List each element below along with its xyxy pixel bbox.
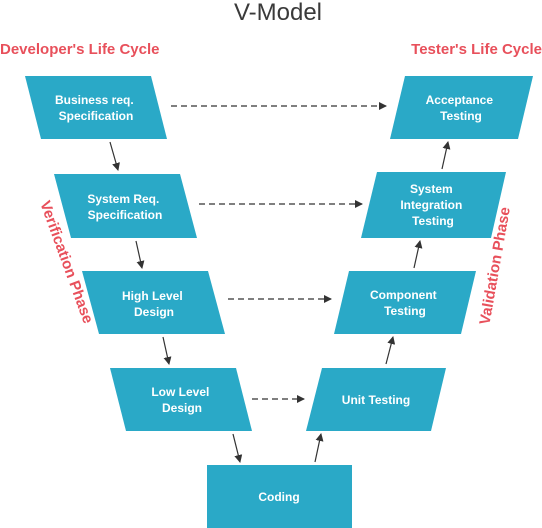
arrow-unit-to-component-testing [385,336,396,365]
svg-text:System Integration: System Integration Testing [400,182,465,228]
arrow-system-req-to-high-level [135,240,145,269]
correspondence-arrows [171,102,387,403]
system-integration-line-2: Integration [400,198,462,212]
svg-text:Business req. Specificat: Business req. Specification [55,93,137,123]
system-req-spec-line-2: Specification [88,208,163,222]
low-level-design-line-1: Low Level [151,385,209,399]
component-testing-node: Component Testing [334,271,476,334]
business-req-spec-line-2: Specification [59,109,134,123]
arrow-low-level-to-coding [232,433,243,463]
coding-label: Coding [258,490,299,504]
unit-testing-label: Unit Testing [342,393,410,407]
svg-text:Acceptance Testing: Acceptance Testing [426,93,497,123]
developer-lane-label: Developer's Life Cycle [0,41,159,58]
unit-testing-node: Unit Testing [306,368,446,431]
acceptance-testing-node: Acceptance Testing [390,76,533,139]
acceptance-testing-line-2: Testing [440,109,482,123]
business-req-spec-node: Business req. Specification [25,76,167,139]
low-level-design-node: Low Level Design [110,368,252,431]
arrow-component-to-system-integration [413,240,423,269]
diagram-title: V-Model [234,0,322,26]
system-integration-line-1: System [410,182,453,196]
acceptance-testing-line-1: Acceptance [426,93,494,107]
arrow-coding-to-unit-testing [314,433,324,463]
svg-text:Component Testing: Component Testing [370,288,440,318]
svg-text:Low Level Design: Low Level Design [151,385,212,415]
component-testing-line-2: Testing [384,304,426,318]
flow-arrows [109,141,451,463]
tester-lane-label: Tester's Life Cycle [411,41,542,58]
coding-node: Coding [207,465,352,528]
arrow-business-to-system-req [109,141,120,171]
business-req-spec-line-1: Business req. [55,93,134,107]
system-integration-line-3: Testing [412,214,454,228]
system-integration-testing-node: System Integration Testing [361,172,506,238]
system-req-spec-node: System Req. Specification [54,174,197,238]
arrow-system-integration-to-acceptance [441,141,451,170]
component-testing-line-1: Component [370,288,437,302]
high-level-design-node: High Level Design [82,271,225,334]
arrow-high-level-to-low-level [162,336,172,365]
low-level-design-line-2: Design [162,401,202,415]
svg-text:High Level Design: High Level Design [122,289,186,319]
system-req-spec-line-1: System Req. [87,192,159,206]
high-level-design-line-2: Design [134,305,174,319]
svg-text:System Req. Specificatio: System Req. Specification [87,192,162,222]
high-level-design-line-1: High Level [122,289,183,303]
